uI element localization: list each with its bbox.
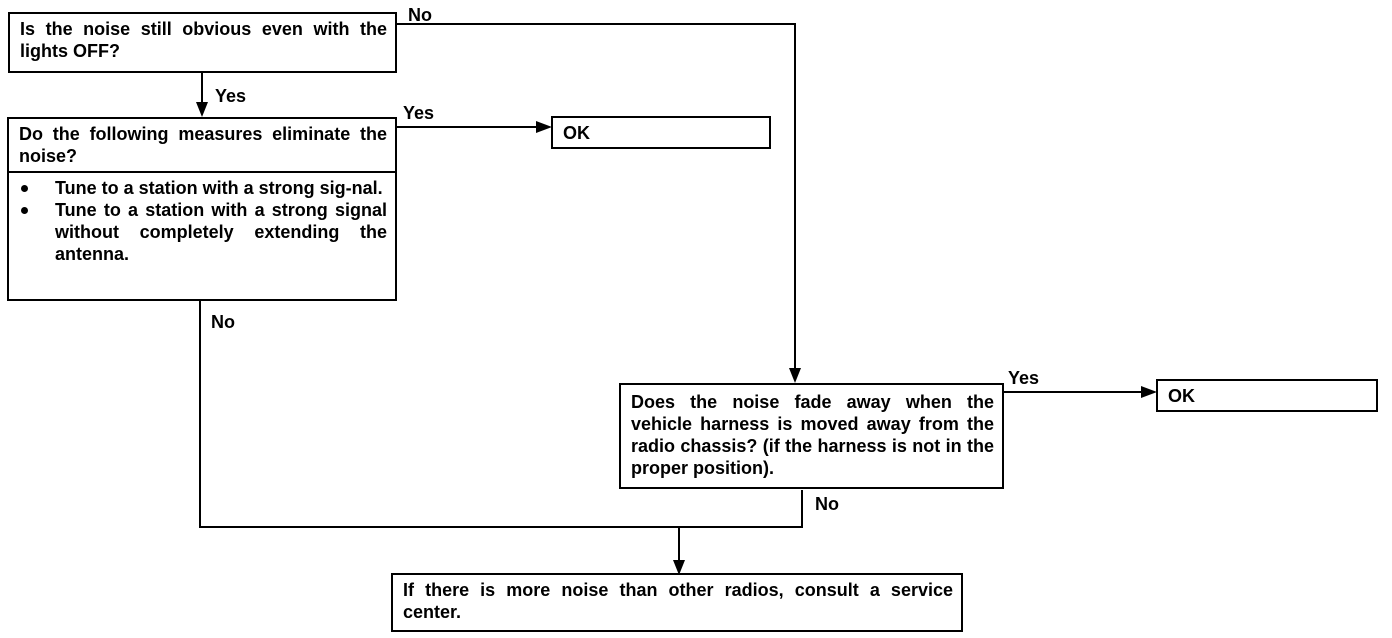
arrowhead-ok1 xyxy=(536,121,552,133)
ok-result-box-1: OK xyxy=(551,116,771,149)
arrowhead-q2 xyxy=(196,102,208,117)
question-harness-text: Does the noise fade away when the vehicl… xyxy=(631,392,994,478)
measures-list: Tune to a station with a strong sig-nal.… xyxy=(9,171,395,269)
connector-q1-no xyxy=(396,23,796,372)
service-center-text: If there is more noise than other radios… xyxy=(403,580,953,622)
arrowhead-q3 xyxy=(789,368,801,383)
connector-q3-no xyxy=(679,490,803,528)
ok-result-text-1: OK xyxy=(563,123,590,143)
arrowhead-end xyxy=(673,560,685,575)
label-yes-q3: Yes xyxy=(1008,368,1040,388)
question-harness-box: Does the noise fade away when the vehicl… xyxy=(619,383,1004,489)
label-no-q3: No xyxy=(815,494,839,514)
ok-result-text-2: OK xyxy=(1168,386,1195,406)
question-measures-box: Do the following measures eliminate the … xyxy=(7,117,397,301)
question-measures-text: Do the following measures eliminate the … xyxy=(19,124,387,166)
label-yes-q1: Yes xyxy=(215,86,247,106)
arrowhead-ok2 xyxy=(1141,386,1157,398)
connector-q2-no xyxy=(199,300,679,528)
measure-item: Tune to a station with a strong signal w… xyxy=(19,199,387,265)
ok-result-box-2: OK xyxy=(1156,379,1378,412)
label-no-q2: No xyxy=(211,312,235,332)
label-no-q1: No xyxy=(408,5,432,25)
measure-item: Tune to a station with a strong sig-nal. xyxy=(19,177,387,199)
question-lights-off-text: Is the noise still obvious even with the… xyxy=(20,19,387,61)
service-center-box: If there is more noise than other radios… xyxy=(391,573,963,632)
label-yes-q2: Yes xyxy=(403,103,435,123)
question-lights-off-box: Is the noise still obvious even with the… xyxy=(8,12,397,73)
